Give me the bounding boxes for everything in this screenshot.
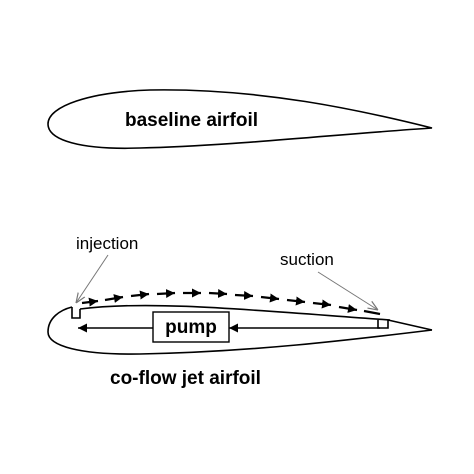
jet-arrow [312,299,332,309]
jet-arrows [81,288,381,316]
suction-slot [377,319,433,331]
jet-arrow [208,289,228,298]
pump-box [152,311,230,343]
coflow-upper-surface [79,304,391,321]
jet-arrow [104,294,124,303]
jet-arrow [286,296,306,306]
jet-arrow [156,289,176,298]
jet-arrow [234,291,254,300]
jet-arrow [81,297,99,307]
jet-arrow [338,304,358,313]
jet-arrow [363,309,381,316]
injection-slot [71,307,81,319]
injection-label: injection [76,234,138,253]
baseline-airfoil-label: baseline airfoil [125,110,258,131]
jet-arrow [260,293,280,303]
pump-label: pump [165,317,217,338]
injection-pointer-arrow [76,254,109,303]
suction-label: suction [280,250,334,269]
baseline-airfoil-outline [47,89,433,150]
jet-arrow [130,290,150,300]
coflow-airfoil-outline [47,306,433,355]
suction-pointer-arrow [317,271,378,310]
coflow-airfoil-label: co-flow jet airfoil [110,368,261,389]
